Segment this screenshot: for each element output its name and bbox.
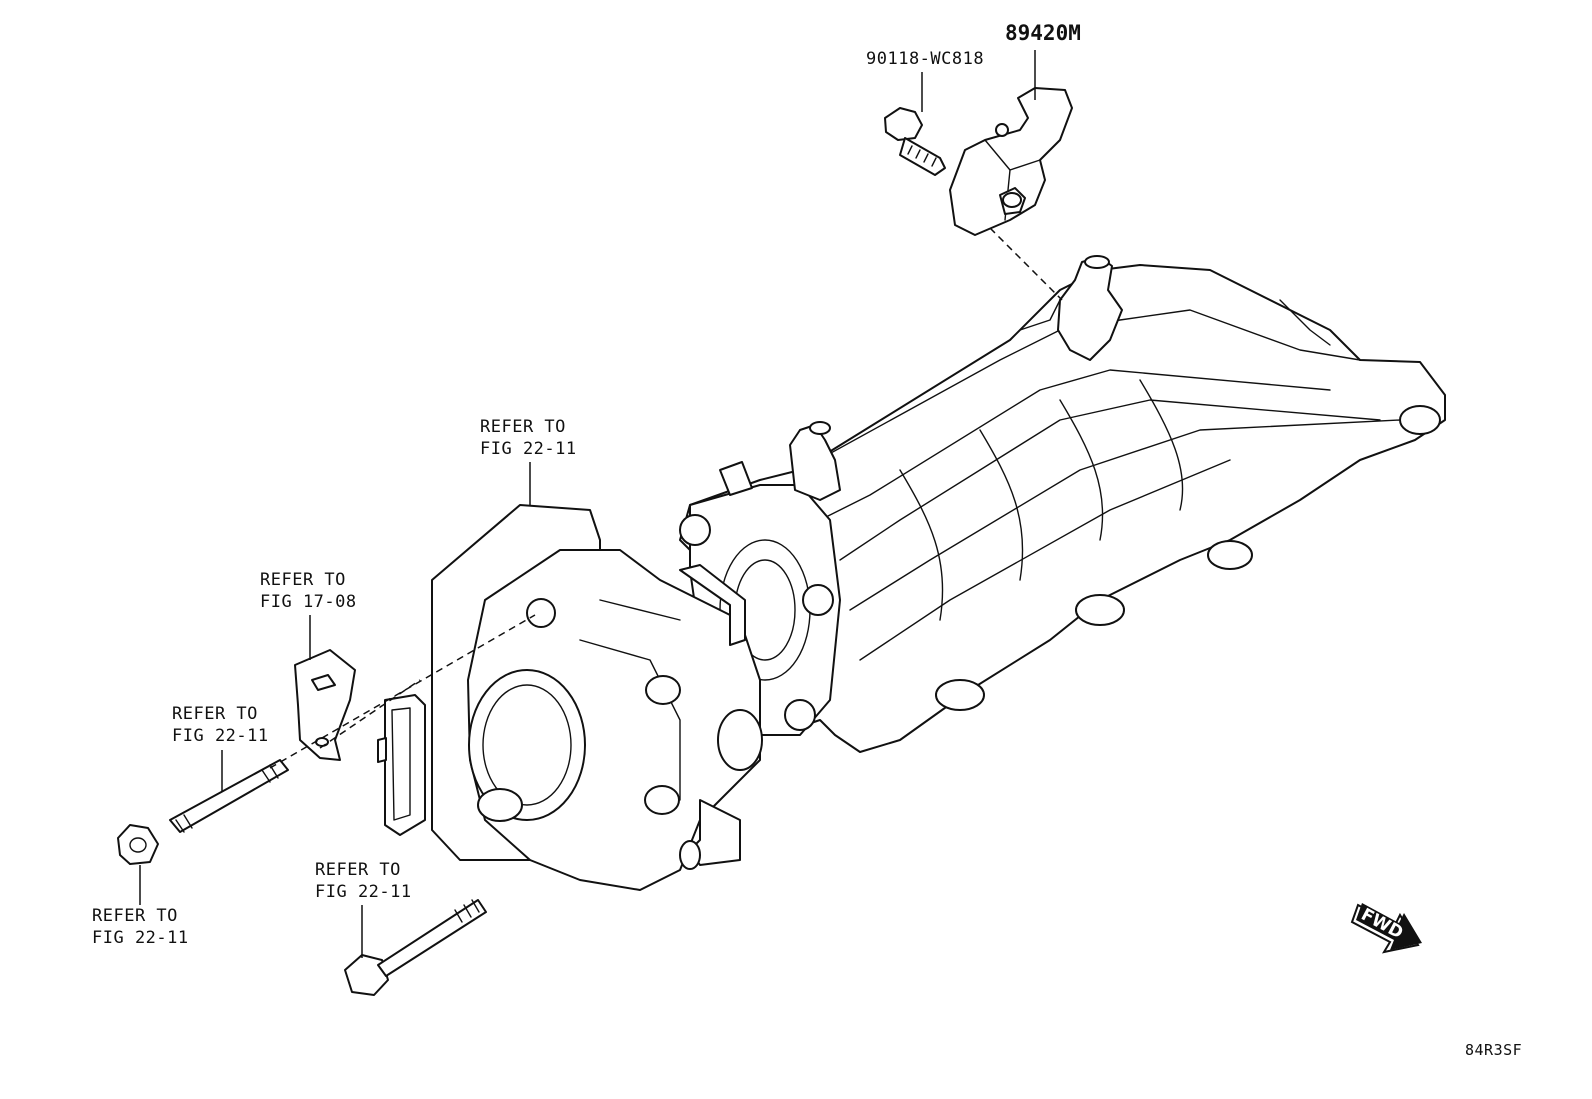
stud-alignment-line <box>269 614 536 769</box>
bracket-reference: REFER TO FIG 17-08 <box>260 569 357 613</box>
throttle-body <box>377 504 763 891</box>
nut-reference-line2: FIG 22-11 <box>92 928 189 948</box>
stud <box>169 759 289 833</box>
sensor-bolt <box>884 107 946 176</box>
stud-reference: REFER TO FIG 22-11 <box>172 703 269 747</box>
long-bolt-reference: REFER TO FIG 22-11 <box>315 859 412 903</box>
bracket <box>294 649 356 761</box>
long-bolt-reference-line1: REFER TO <box>315 860 401 880</box>
bolt-part-number: 90118-WC818 <box>866 49 985 69</box>
long-bolt <box>344 899 487 996</box>
diagram-code: 84R3SF <box>1465 1041 1523 1059</box>
nut <box>117 824 159 865</box>
throttle-body-reference: REFER TO FIG 22-11 <box>480 416 577 460</box>
bracket-reference-line1: REFER TO <box>260 570 346 590</box>
bracket-reference-line2: FIG 17-08 <box>260 592 357 612</box>
throttle-body-reference-line2: FIG 22-11 <box>480 439 577 459</box>
pressure-sensor-89420m <box>949 87 1073 236</box>
nut-reference: REFER TO FIG 22-11 <box>92 905 189 949</box>
long-bolt-reference-line2: FIG 22-11 <box>315 882 412 902</box>
sensor-part-number: 89420M <box>1005 21 1081 45</box>
fwd-arrow-icon: FWD <box>1350 903 1422 954</box>
sensor-alignment-line <box>989 227 1063 301</box>
throttle-body-reference-line1: REFER TO <box>480 417 566 437</box>
intake-manifold <box>679 255 1446 753</box>
stud-reference-line1: REFER TO <box>172 704 258 724</box>
bracket-alignment-line <box>319 679 421 749</box>
stud-reference-line2: FIG 22-11 <box>172 726 269 746</box>
nut-reference-line1: REFER TO <box>92 906 178 926</box>
